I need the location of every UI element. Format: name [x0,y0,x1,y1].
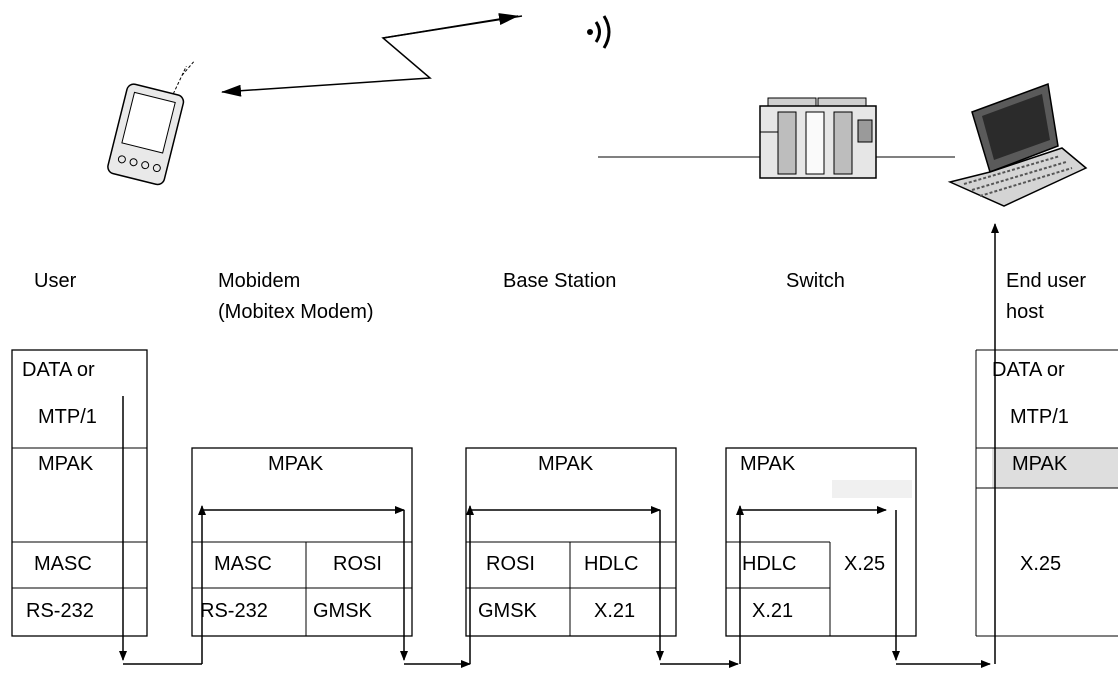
base-rosi: ROSI [486,553,535,575]
mobidem-gmsk: GMSK [313,600,373,622]
base-x21: X.21 [594,600,635,622]
label-mobidem: Mobidem [218,270,300,292]
label-user: User [34,270,77,292]
end-mpak: MPAK [1012,453,1068,475]
switch-x25: X.25 [844,553,885,575]
stack-switch: MPAK HDLC X.25 X.21 [725,447,917,637]
mobidem-rs232: RS-232 [200,600,268,622]
label-base-station: Base Station [503,270,616,292]
network-switch-icon [759,97,877,179]
base-hdlc: HDLC [584,553,638,575]
user-mpak: MPAK [38,453,94,475]
label-end-user: End user [1006,270,1086,292]
stack-user: DATA or MTP/1 MPAK MASC RS-232 [11,349,148,637]
user-mtp: MTP/1 [38,406,97,428]
user-data: DATA or [22,359,95,381]
mobidem-masc: MASC [214,553,272,575]
end-data: DATA or [992,359,1065,381]
label-mobidem-sub: (Mobitex Modem) [218,301,374,323]
switch-mpak: MPAK [740,453,796,475]
label-switch: Switch [786,270,845,292]
mobidem-mpak: MPAK [268,453,324,475]
laptop-icon [947,82,1088,207]
data-flow-path [119,223,999,668]
switch-hdlc: HDLC [742,553,796,575]
end-x25: X.25 [1020,553,1061,575]
radio-link [221,13,523,97]
radio-waves-icon [587,15,611,49]
end-mtp: MTP/1 [1010,406,1069,428]
stack-mobidem: MPAK MASC ROSI RS-232 GMSK [191,447,413,637]
stack-base-station: MPAK ROSI HDLC GMSK X.21 [465,447,677,637]
base-gmsk: GMSK [478,600,538,622]
handheld-device-icon [107,61,195,186]
switch-x21: X.21 [752,600,793,622]
mobidem-rosi: ROSI [333,553,382,575]
user-masc: MASC [34,553,92,575]
base-mpak: MPAK [538,453,594,475]
label-end-user-sub: host [1006,301,1044,323]
stack-end-user: DATA or MTP/1 MPAK X.25 [975,349,1118,637]
user-rs232: RS-232 [26,600,94,622]
